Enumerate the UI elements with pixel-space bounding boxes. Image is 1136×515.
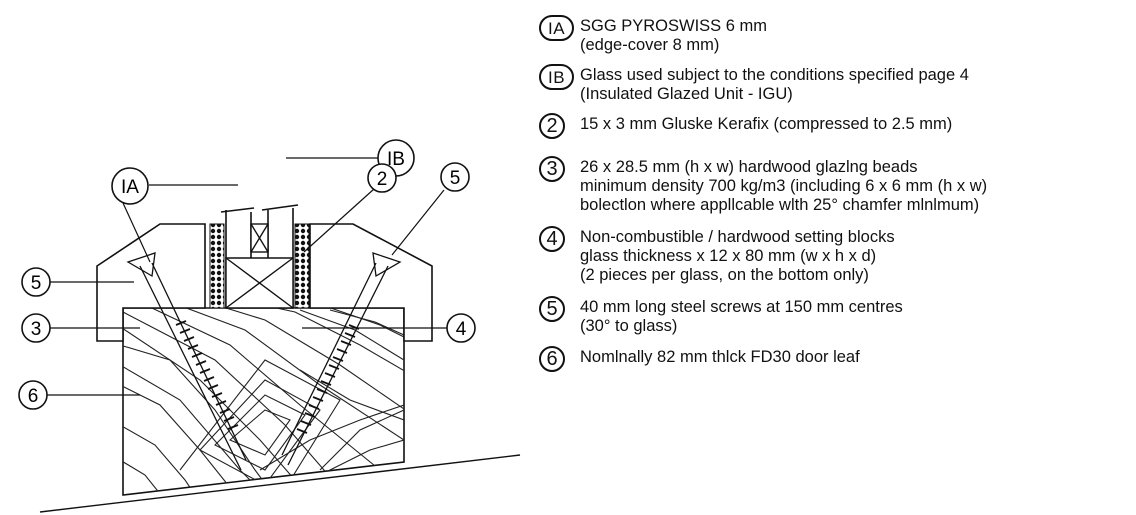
screw-left: [126, 252, 247, 471]
svg-text:IB: IB: [387, 149, 405, 170]
legend-marker-4: 4: [539, 226, 565, 252]
callout-2: 2: [367, 163, 397, 193]
legend-text-1b: Glass used subject to the conditions spe…: [580, 66, 969, 103]
glazing-bead-right: [309, 223, 433, 342]
glazing-bead-left: [96, 223, 206, 342]
svg-text:3: 3: [31, 319, 42, 340]
legend-text-1a: SGG PYROSWISS 6 mm (edge-cover 8 mm): [580, 17, 768, 54]
svg-text:2: 2: [377, 169, 388, 190]
intumescent-strip-left: [209, 223, 225, 309]
setting-block: [225, 257, 294, 309]
legend-marker-5: 5: [539, 296, 565, 322]
screw-right: [281, 252, 402, 466]
legend-text-4: Non-combustible / hardwood setting block…: [580, 228, 895, 284]
callout-5-left: 5: [21, 267, 51, 297]
callout-3: 3: [21, 313, 51, 343]
callout-1a: IA: [111, 167, 149, 205]
callout-6: 6: [18, 380, 48, 410]
svg-text:5: 5: [31, 273, 42, 294]
callout-4: 4: [446, 313, 476, 343]
legend-text-6: Nomlnally 82 mm thlck FD30 door leaf: [580, 348, 860, 366]
svg-text:5: 5: [450, 168, 461, 189]
svg-text:6: 6: [28, 386, 39, 407]
glazing-section-drawing: IA IB 2 3 4 5 5 6: [18, 139, 521, 513]
svg-text:4: 4: [456, 319, 467, 340]
svg-text:IA: IA: [121, 177, 139, 198]
legend-marker-1b: IB: [539, 64, 574, 90]
legend-marker-2: 2: [539, 113, 565, 139]
intumescent-strip-right: [294, 223, 310, 309]
spacer-bar: [250, 223, 269, 253]
section-baseline: [39, 454, 521, 513]
legend-marker-1a: IA: [539, 15, 574, 41]
legend-text-2: 15 x 3 mm Gluske Kerafix (compressed to …: [580, 115, 953, 133]
callout-5-right: 5: [440, 162, 470, 192]
legend-marker-3: 3: [539, 156, 565, 182]
legend-marker-6: 6: [539, 346, 565, 372]
legend: IA SGG PYROSWISS 6 mm (edge-cover 8 mm) …: [536, 0, 1132, 515]
legend-text-3: 26 x 28.5 mm (h x w) hardwood glazlng be…: [580, 158, 988, 214]
leader-lines: [47, 157, 448, 396]
legend-text-5: 40 mm long steel screws at 150 mm centre…: [580, 298, 903, 335]
